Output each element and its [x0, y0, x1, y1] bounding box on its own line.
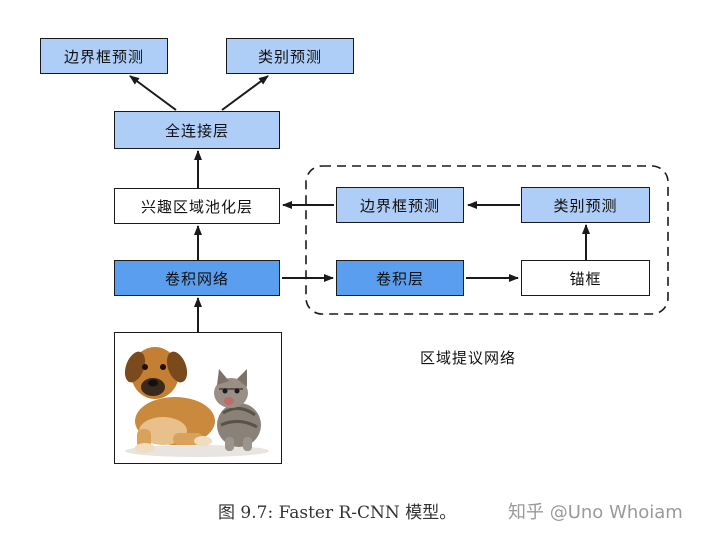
bbox-prediction-box: 边界框预测: [40, 38, 168, 74]
class-prediction-box: 类别预测: [226, 38, 354, 74]
conv-network-box: 卷积网络: [114, 260, 280, 296]
arrow-fc-to-bbox-pred: [129, 75, 177, 111]
rpn-label: 区域提议网络: [420, 349, 517, 367]
rpn-bbox-prediction-box: 边界框预测: [336, 187, 464, 223]
conv-layer-box: 卷积层: [336, 260, 464, 296]
input-image: [114, 332, 282, 464]
arrow-fc-to-cls-pred: [221, 75, 269, 111]
rpn-dashed-region: [305, 165, 669, 315]
fully-connected-layer-box: 全连接层: [114, 111, 280, 149]
puppy-kitten-illustration: [124, 347, 269, 457]
figure-caption: 图 9.7: Faster R-CNN 模型。: [218, 503, 457, 523]
anchor-box: 锚框: [521, 260, 650, 296]
roi-pooling-layer-box: 兴趣区域池化层: [114, 188, 280, 224]
watermark: 知乎 @Uno Whoiam: [508, 502, 683, 523]
rpn-class-prediction-box: 类别预测: [521, 187, 650, 223]
